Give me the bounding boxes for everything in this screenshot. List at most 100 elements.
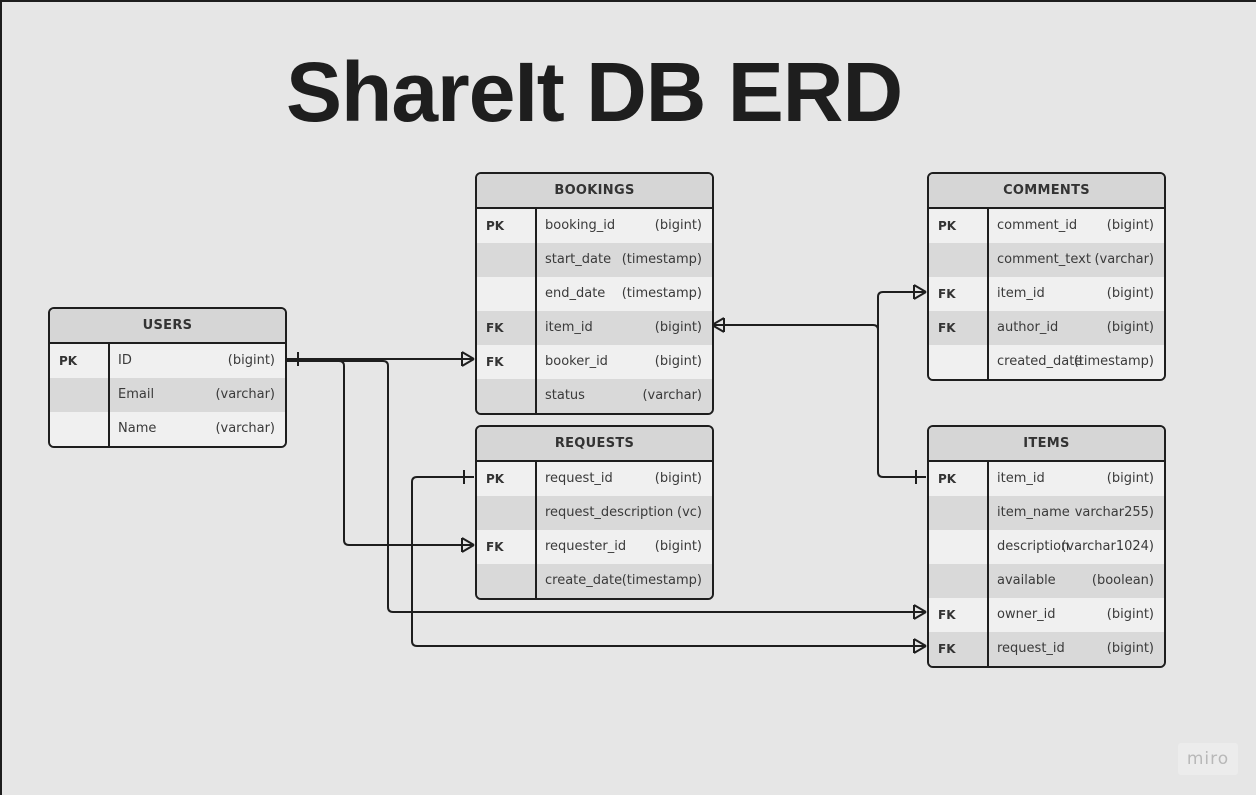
field-type: (bigint) [1106, 641, 1154, 656]
field-name: end_date [545, 286, 606, 301]
field-type: (bigint) [654, 471, 702, 486]
field-name: request_id [997, 641, 1065, 656]
column-divider [987, 345, 989, 379]
field-name: Email [118, 387, 155, 402]
field-name: requester_id [545, 539, 627, 554]
field-name: author_id [997, 320, 1059, 335]
table-row[interactable]: comment_text(varchar) [929, 243, 1164, 277]
column-divider [987, 632, 989, 666]
field-name: start_date [545, 252, 612, 267]
field-name: request_id [545, 471, 613, 486]
key-label [477, 496, 535, 530]
field-name: item_id [997, 286, 1045, 301]
field-type: (varchar) [215, 421, 275, 436]
column-divider [535, 530, 537, 564]
column-divider [987, 564, 989, 598]
column-divider [535, 209, 537, 243]
column-divider [535, 379, 537, 413]
table-row[interactable]: PK comment_id (bigint) [929, 209, 1164, 243]
column-divider [987, 530, 989, 564]
column-divider [535, 462, 537, 496]
field-type: (bigint) [1106, 607, 1154, 622]
field-type: (boolean) [1091, 573, 1154, 588]
table-row[interactable]: request_description(vc) [477, 496, 712, 530]
table-row[interactable]: available(boolean) [929, 564, 1164, 598]
table-row[interactable]: end_date (timestamp) [477, 277, 712, 311]
field-type: (varchar) [1094, 252, 1154, 267]
key-label: PK [486, 219, 505, 233]
table-header: REQUESTS [477, 427, 712, 462]
key-label: PK [59, 354, 78, 368]
column-divider [987, 598, 989, 632]
field-type: (timestamp) [621, 286, 702, 301]
key-label [929, 496, 987, 530]
field-type: (timestamp) [621, 252, 702, 267]
field-type: (varchar) [215, 387, 275, 402]
key-label: FK [486, 355, 504, 369]
canvas-frame-left [0, 0, 2, 795]
field-name: comment_text [997, 252, 1091, 267]
table-header: COMMENTS [929, 174, 1164, 209]
column-divider [987, 462, 989, 496]
key-label: PK [938, 219, 957, 233]
key-label [50, 378, 108, 412]
table-row[interactable]: Email (varchar) [50, 378, 285, 412]
field-type: (bigint) [1106, 218, 1154, 233]
rel-users-items-owner [286, 360, 927, 620]
column-divider [108, 378, 110, 412]
column-divider [987, 311, 989, 345]
field-type: (bigint) [1106, 286, 1154, 301]
key-label [477, 564, 535, 598]
key-label [929, 530, 987, 564]
table-row[interactable]: start_date (timestamp) [477, 243, 712, 277]
comments-table[interactable]: COMMENTS PK comment_id (bigint) comment_tex… [927, 172, 1166, 381]
field-name: Name [118, 421, 157, 436]
key-label: FK [486, 540, 504, 554]
column-divider [987, 496, 989, 530]
table-header: BOOKINGS [477, 174, 712, 209]
table-row[interactable]: description(varchar1024) [929, 530, 1164, 564]
miro-watermark: miro [1178, 743, 1238, 775]
field-name: comment_id [997, 218, 1078, 233]
column-divider [108, 412, 110, 446]
field-name: owner_id [997, 607, 1056, 622]
column-divider [535, 345, 537, 379]
column-divider [535, 311, 537, 345]
field-type: (bigint) [1106, 471, 1154, 486]
table-row[interactable]: FK owner_id (bigint) [929, 598, 1164, 632]
column-divider [535, 496, 537, 530]
key-label: FK [938, 608, 956, 622]
table-row[interactable]: created_date(timestamp) [929, 345, 1164, 379]
field-name: create_date [545, 573, 623, 588]
key-label [477, 379, 535, 413]
field-name: item_id [997, 471, 1045, 486]
column-divider [108, 344, 110, 378]
table-row[interactable]: create_date(timestamp) [477, 564, 712, 598]
field-name: ID [118, 353, 132, 368]
field-type: varchar255) [1074, 505, 1154, 520]
column-divider [535, 277, 537, 311]
key-label [929, 345, 987, 379]
table-header: ITEMS [929, 427, 1164, 462]
table-row[interactable]: status(varchar) [477, 379, 712, 413]
table-row[interactable]: Name (varchar) [50, 412, 285, 446]
column-divider [535, 243, 537, 277]
field-name: status [545, 388, 585, 403]
rel-users-requests [286, 360, 475, 553]
